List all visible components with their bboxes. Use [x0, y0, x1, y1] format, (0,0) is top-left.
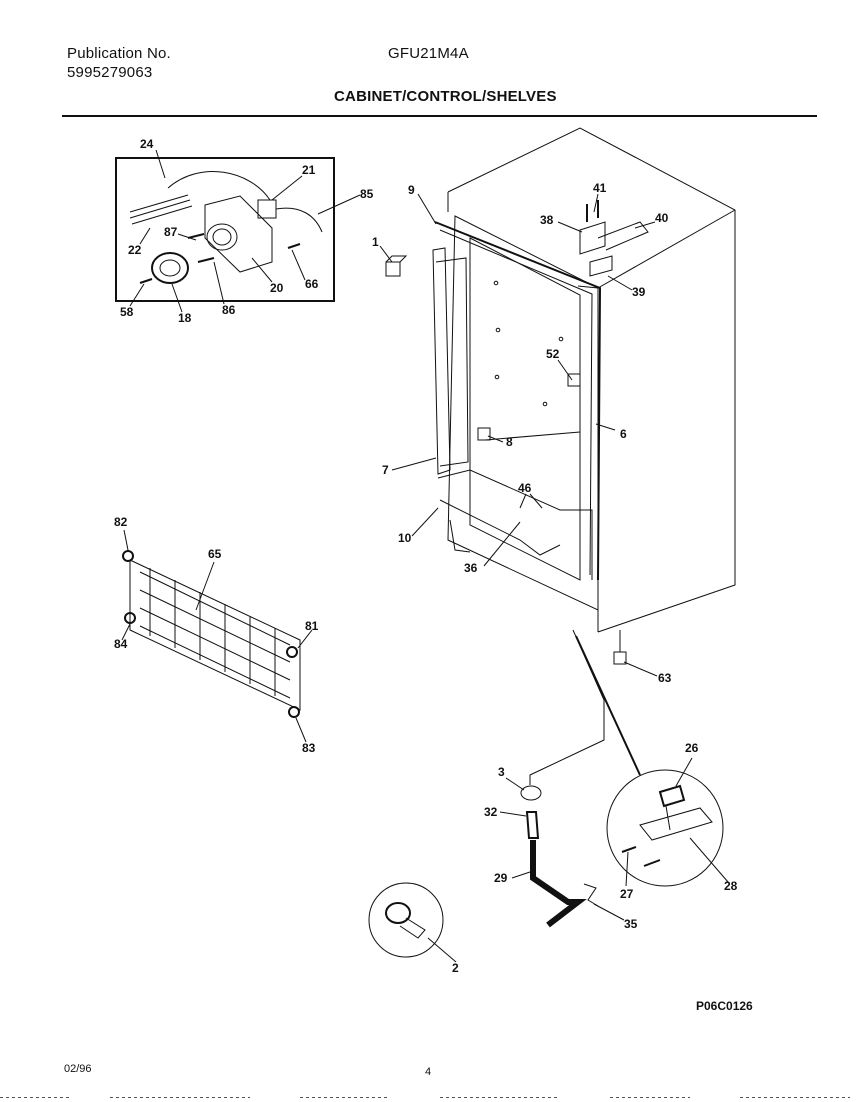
part-label: 52 — [546, 347, 560, 361]
part-label: 65 — [208, 547, 222, 561]
cabinet-liner — [469, 237, 581, 581]
drain-fitting — [525, 811, 540, 839]
part-label: 27 — [620, 887, 634, 901]
part-label: 10 — [398, 531, 412, 545]
part-label: 58 — [120, 305, 134, 319]
part-label: 35 — [624, 917, 638, 931]
hinge-callout-line — [575, 635, 641, 776]
bottom-hinge-detail — [606, 769, 724, 887]
part-label: 82 — [114, 515, 128, 529]
publication-number: 5995279063 — [67, 64, 153, 81]
part-label: 9 — [408, 183, 415, 197]
leader-lines — [121, 149, 729, 963]
drain-plug-detail — [368, 882, 444, 958]
drawing-code: P06C0126 — [696, 999, 753, 1013]
part-label: 32 — [484, 805, 498, 819]
part-label: 20 — [270, 281, 284, 295]
bottom-tray — [437, 469, 593, 580]
part-label: 2 — [452, 961, 459, 975]
part-label: 86 — [222, 303, 236, 317]
part-labels: 24 21 85 22 87 20 66 58 18 86 9 1 41 38 … — [114, 137, 738, 975]
part-label: 87 — [164, 225, 178, 239]
door-gasket — [434, 221, 602, 581]
basket-shelf — [122, 550, 301, 718]
publication-label: Publication No. — [67, 45, 171, 62]
part-label: 66 — [305, 277, 319, 291]
section-title: CABINET/CONTROL/SHELVES — [334, 88, 557, 105]
part-label: 40 — [655, 211, 669, 225]
part-label: 81 — [305, 619, 319, 633]
part-label: 38 — [540, 213, 554, 227]
page-number: 4 — [425, 1066, 432, 1078]
part-label: 29 — [494, 871, 508, 885]
control-knob — [151, 252, 189, 284]
part-label: 41 — [593, 181, 607, 195]
part-label: 83 — [302, 741, 316, 755]
part-label: 63 — [658, 671, 672, 685]
part-label: 36 — [464, 561, 478, 575]
bottom-edge-mark — [440, 1097, 560, 1098]
part-label: 1 — [372, 235, 379, 249]
control-housing — [204, 195, 273, 273]
thermostat — [257, 199, 277, 219]
part-label: 3 — [498, 765, 505, 779]
bottom-edge-mark — [300, 1097, 390, 1098]
part-label: 26 — [685, 741, 699, 755]
part-label: 39 — [632, 285, 646, 299]
part-label: 24 — [140, 137, 154, 151]
top-hinge-assembly — [579, 200, 649, 277]
drain-cap — [520, 785, 542, 801]
hose-clip — [583, 883, 599, 907]
part-label: 28 — [724, 879, 738, 893]
bottom-edge-mark — [610, 1097, 690, 1098]
part-label: 46 — [518, 481, 532, 495]
control-assembly-inset — [115, 157, 335, 302]
part-label: 21 — [302, 163, 316, 177]
bottom-edge-mark — [110, 1097, 250, 1098]
bottom-edge-mark — [740, 1097, 850, 1098]
sensing-tube — [129, 194, 193, 225]
part-label: 22 — [128, 243, 142, 257]
header-rule — [62, 115, 817, 117]
part-label: 7 — [382, 463, 389, 477]
revision-date: 02/96 — [64, 1063, 92, 1075]
bottom-edge-mark — [0, 1097, 70, 1098]
part-label: 6 — [620, 427, 627, 441]
drain-line — [529, 629, 605, 785]
part-label: 85 — [360, 187, 374, 201]
freezer-cabinet — [432, 127, 736, 665]
drain-hose — [530, 840, 587, 928]
model-number: GFU21M4A — [388, 45, 469, 62]
leveling-leg — [613, 630, 627, 665]
part-label: 84 — [114, 637, 128, 651]
bracket-part — [385, 261, 401, 277]
part-label: 18 — [178, 311, 192, 325]
part-label: 8 — [506, 435, 513, 449]
